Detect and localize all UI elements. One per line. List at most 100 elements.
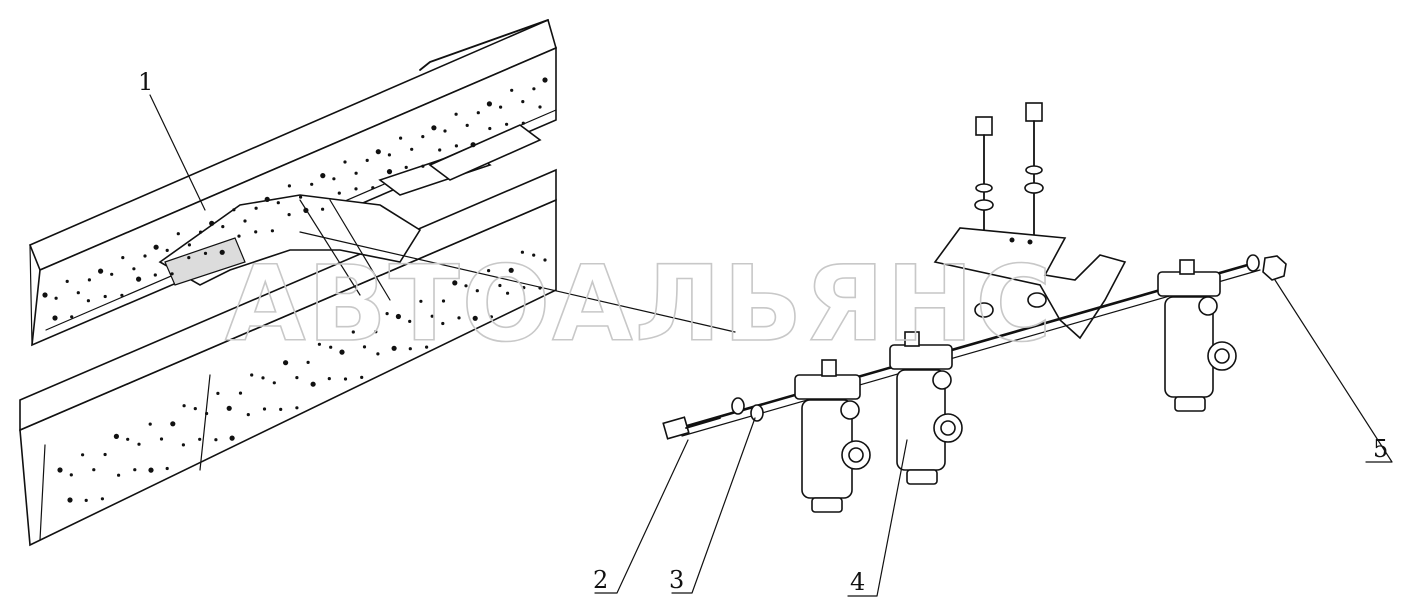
rivet-hole (159, 437, 164, 441)
rivet-hole (522, 286, 526, 290)
rivet-hole (505, 122, 509, 126)
rivet-hole (137, 442, 141, 446)
mounting-bracket (933, 227, 1127, 340)
rivet-hole (254, 230, 258, 234)
rivet-hole (165, 466, 169, 471)
rivet-hole (254, 206, 258, 210)
rivet-hole (148, 467, 154, 473)
rivet-hole (521, 121, 525, 125)
callout-label-3: 3 (669, 566, 684, 594)
rivet-hole (136, 276, 142, 282)
rivet-hole (153, 244, 159, 250)
rivet-hole (54, 296, 58, 300)
callout-3-leader (671, 417, 756, 594)
rivet-hole (421, 135, 425, 139)
frame-rivet-holes (42, 77, 548, 503)
rivet-hole (538, 286, 542, 290)
rivet-hole (148, 422, 152, 426)
rivet-hole (391, 345, 397, 351)
rivet-hole (386, 169, 393, 175)
rivet-hole (425, 345, 429, 349)
rivet-hole (443, 129, 447, 133)
rivet-hole (375, 149, 381, 155)
rivet-hole (465, 123, 469, 127)
rivet-hole (454, 112, 458, 116)
rivet-hole (170, 272, 174, 276)
callout-label-5: 5 (1373, 435, 1388, 463)
rivet-hole (360, 375, 364, 379)
rivet-hole (187, 256, 191, 260)
chassis-frame-assembly (19, 18, 736, 547)
washer-3b (750, 404, 764, 422)
rivet-hole (454, 144, 458, 148)
rivet-hole (351, 330, 355, 334)
rivet-hole (310, 182, 314, 186)
washer-right (1246, 254, 1260, 272)
rivet-hole (542, 77, 548, 83)
bolt-2 (662, 416, 721, 440)
rivet-hole (283, 360, 289, 366)
rivet-hole (410, 147, 414, 151)
rivet-hole (120, 293, 124, 297)
rivet-hole (320, 173, 326, 179)
rivet-hole (276, 201, 280, 205)
rivet-hole (489, 315, 493, 319)
rivet-hole (243, 219, 247, 223)
rivet-hole (408, 319, 412, 323)
rivet-hole (117, 473, 121, 477)
rivet-hole (84, 498, 88, 502)
rivet-hole (321, 207, 325, 211)
rivet-hole (279, 407, 283, 411)
rivet-hole (100, 497, 104, 501)
rivet-hole (133, 468, 137, 472)
rivet-hole (86, 299, 90, 303)
rivet-hole (181, 443, 185, 447)
rivet-hole (70, 315, 74, 319)
rivet-hole (272, 381, 276, 385)
rivet-hole (408, 347, 412, 351)
rivet-hole (374, 330, 378, 334)
rivet-hole (203, 251, 208, 255)
rivet-hole (187, 243, 191, 247)
rivet-hole (532, 253, 536, 257)
rivet-hole (376, 352, 380, 356)
rivet-hole (476, 111, 480, 115)
rivet-hole (126, 437, 130, 441)
rivet-hole (498, 283, 502, 288)
rivet-hole (395, 313, 401, 320)
rivet-hole (475, 289, 479, 293)
rivet-hole (238, 391, 243, 395)
rivet-hole (153, 273, 157, 277)
rivet-hole (470, 142, 476, 148)
rivet-hole (226, 405, 232, 411)
rivet-hole (506, 291, 510, 295)
rivet-hole (205, 411, 209, 416)
rivet-hole (488, 126, 492, 131)
rivet-hole (67, 497, 73, 503)
rivet-hole (52, 315, 58, 321)
rivet-hole (98, 268, 104, 274)
callout-5-leader (1274, 279, 1393, 463)
rivet-hole (261, 376, 265, 380)
rivet-hole (295, 376, 299, 380)
rivet-hole (310, 381, 316, 387)
rivet-hole (287, 213, 291, 217)
rivet-hole (538, 105, 542, 109)
rivet-hole (421, 164, 425, 168)
rivet-hole (510, 88, 514, 92)
rivet-hole (176, 232, 180, 236)
rivet-hole (431, 125, 437, 131)
rivet-hole (76, 291, 80, 295)
rivet-hole (329, 345, 333, 349)
rivet-hole (385, 312, 389, 316)
rivet-hole (327, 377, 331, 381)
rivet-hole (438, 148, 442, 152)
rivet-hole (81, 453, 85, 457)
valve-body-2 (889, 331, 963, 485)
rivet-hole (87, 278, 91, 282)
rivet-hole (532, 87, 536, 91)
rivet-hole (221, 225, 225, 229)
rivet-hole (404, 165, 408, 169)
rivet-hole (306, 360, 310, 364)
